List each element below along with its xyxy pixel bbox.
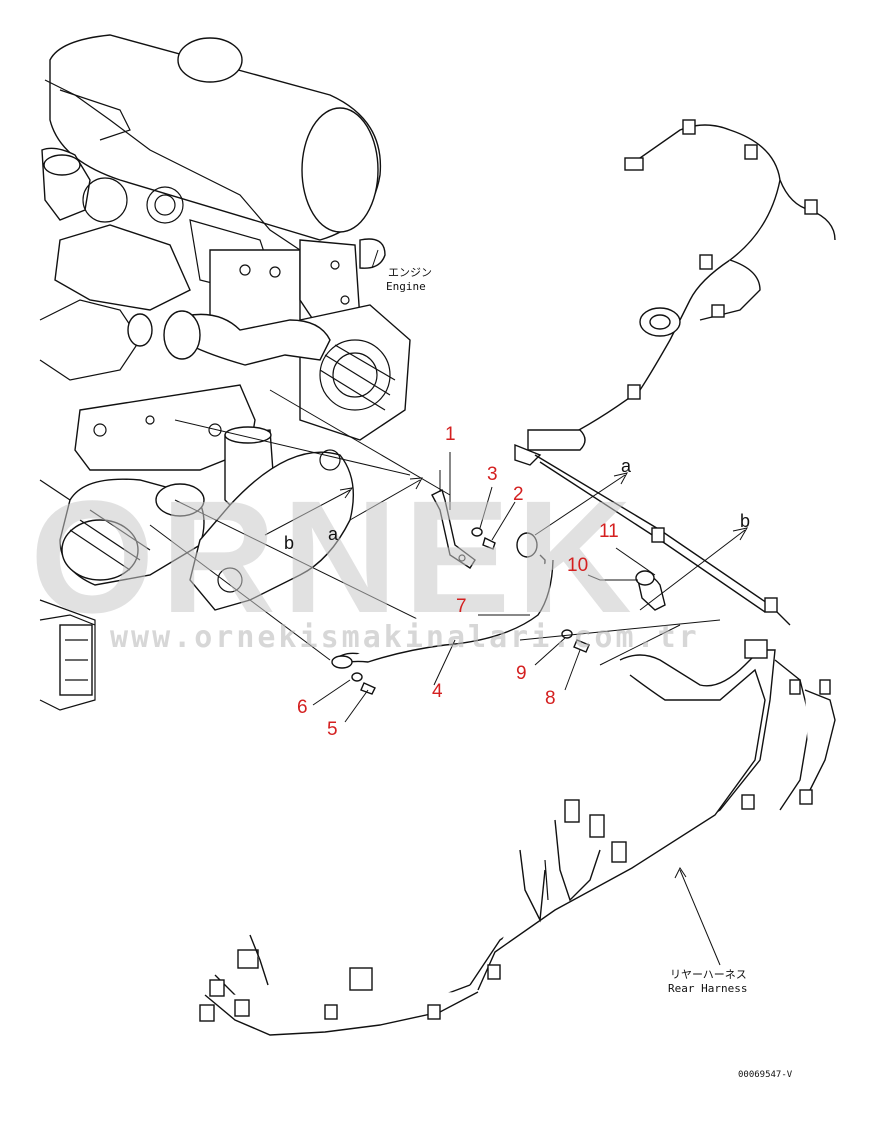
- watermark: ORNEK www.ornekismakinalari.com.tr: [30, 467, 700, 655]
- harness-leader-arrow: [674, 867, 687, 879]
- part-number-10: 10: [567, 555, 588, 576]
- engine-label-jp: エンジン: [388, 266, 432, 279]
- harness-label-jp: リヤーハーネス: [670, 968, 747, 981]
- harness-leader-line: [679, 869, 721, 966]
- part-number-11: 11: [599, 521, 619, 542]
- part-number-7: 7: [456, 596, 467, 617]
- part-number-1: 1: [445, 424, 456, 445]
- engine-leader-line: [371, 249, 379, 269]
- harness-label-en: Rear Harness: [668, 982, 747, 995]
- part-number-9: 9: [516, 663, 527, 684]
- part-number-2: 2: [513, 484, 524, 505]
- view-letter-a-right: a: [621, 456, 632, 476]
- view-letter-a-left: a: [328, 524, 339, 544]
- view-callouts-left: [149, 389, 461, 661]
- part-number-5: 5: [327, 719, 338, 740]
- part-number-3: 3: [487, 464, 498, 485]
- part-number-8: 8: [545, 688, 556, 709]
- view-letter-b-right: b: [740, 511, 750, 531]
- loose-parts: [312, 452, 666, 723]
- watermark-brand: ORNEK: [30, 467, 638, 646]
- drawing-id: 00069547-V: [738, 1070, 793, 1080]
- engine-label-en: Engine: [386, 280, 426, 293]
- watermark-url: www.ornekismakinalari.com.tr: [110, 620, 700, 655]
- view-callouts-right: [519, 472, 749, 666]
- view-letter-b-left: b: [284, 533, 294, 553]
- part-number-6: 6: [297, 697, 308, 718]
- part-number-4: 4: [432, 681, 443, 702]
- rear-harness-illustration: [199, 119, 836, 1036]
